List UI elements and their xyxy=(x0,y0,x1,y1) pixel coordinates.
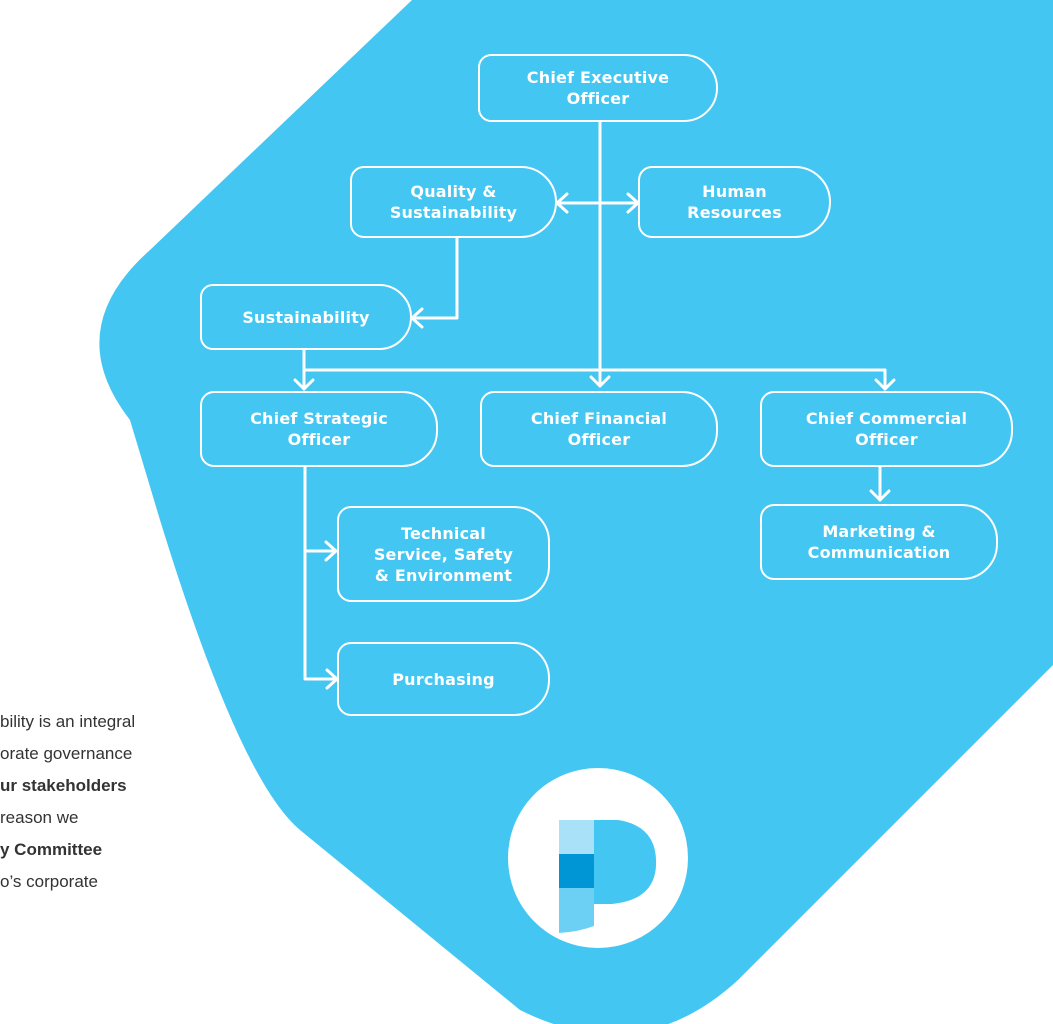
node-ceo-label: Chief Executive Officer xyxy=(526,68,670,108)
node-quality-sustainability: Quality & Sustainability xyxy=(350,166,557,238)
node-chief-commercial-officer: Chief Commercial Officer xyxy=(760,391,1013,467)
node-technical-label: Technical Service, Safety & Environment xyxy=(373,523,514,585)
body-line-3: ur stakeholders xyxy=(0,776,127,795)
node-cco-label: Chief Commercial Officer xyxy=(805,409,968,449)
company-logo xyxy=(508,768,688,948)
logo-p-icon xyxy=(559,820,657,933)
body-line-4: reason we xyxy=(0,808,79,827)
body-line-6: o’s corporate xyxy=(0,872,98,891)
node-marketing-communication: Marketing & Communication xyxy=(760,504,998,580)
arrow-marketing xyxy=(869,489,891,502)
body-paragraph: bility is an integral orate governance u… xyxy=(0,706,135,898)
node-technical-service: Technical Service, Safety & Environment xyxy=(337,506,550,602)
body-line-2: orate governance xyxy=(0,744,133,763)
node-chief-executive-officer: Chief Executive Officer xyxy=(478,54,718,122)
body-line-5: y Committee xyxy=(0,840,103,859)
node-purchasing: Purchasing xyxy=(337,642,550,716)
node-chief-strategic-officer: Chief Strategic Officer xyxy=(200,391,438,467)
edge-cso-down xyxy=(303,465,339,681)
node-marketing-label: Marketing & Communication xyxy=(807,522,951,562)
node-quality-label: Quality & Sustainability xyxy=(389,182,518,222)
body-line-1: bility is an integral xyxy=(0,712,136,731)
arrow-quality xyxy=(555,192,569,214)
arrow-cco xyxy=(874,378,896,391)
node-chief-financial-officer: Chief Financial Officer xyxy=(480,391,718,467)
arrow-sustainability xyxy=(410,307,424,329)
node-cfo-label: Chief Financial Officer xyxy=(530,409,668,449)
edge-quality-sustainability xyxy=(410,236,459,320)
node-purchasing-label: Purchasing xyxy=(392,669,495,689)
node-human-resources: Human Resources xyxy=(638,166,831,238)
arrow-technical xyxy=(324,540,338,562)
arrow-cfo xyxy=(589,375,611,388)
node-sustainability: Sustainability xyxy=(200,284,412,350)
node-hr-label: Human Resources xyxy=(687,182,782,222)
node-cso-label: Chief Strategic Officer xyxy=(250,409,388,449)
node-sustainability-label: Sustainability xyxy=(242,307,370,327)
arrow-cso xyxy=(293,378,315,391)
